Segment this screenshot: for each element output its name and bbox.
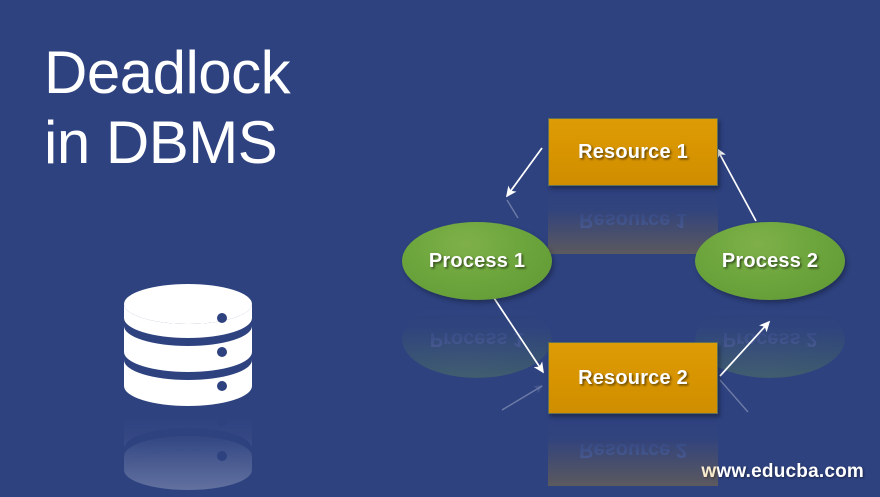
node-resource-2-label: Resource 2 (578, 366, 688, 389)
page-title: Deadlock in DBMS (44, 38, 424, 178)
node-process-2-label: Process 2 (721, 249, 819, 272)
title-line-2: in DBMS (44, 109, 278, 176)
edge-process1-to-resource2-reflection (501, 385, 544, 411)
edge-resource1-to-process1-reflection (506, 199, 519, 219)
node-process-1-label: Process 1 (428, 249, 526, 272)
node-resource-2[interactable]: Resource 2 (548, 342, 718, 414)
edge-process1-to-resource2 (493, 297, 544, 374)
title-line-1: Deadlock (44, 39, 291, 106)
edge-resource2-to-process2 (719, 320, 771, 377)
database-icon-reflection (120, 368, 256, 492)
edge-process2-to-resource1 (716, 147, 757, 222)
node-resource-1[interactable]: Resource 1 (548, 118, 718, 186)
database-icon (120, 282, 256, 414)
node-process-2[interactable]: Process 2 (695, 222, 845, 300)
edge-resource1-to-process1 (505, 147, 543, 198)
site-url[interactable]: www.educba.com (701, 461, 864, 482)
node-process-1[interactable]: Process 1 (402, 222, 552, 300)
edge-resource2-to-process2-reflection (719, 379, 749, 413)
node-resource-1-label: Resource 1 (578, 140, 688, 163)
deadlock-diagram: Resource 1 Process 1 Process 2 Resource … (390, 100, 870, 486)
